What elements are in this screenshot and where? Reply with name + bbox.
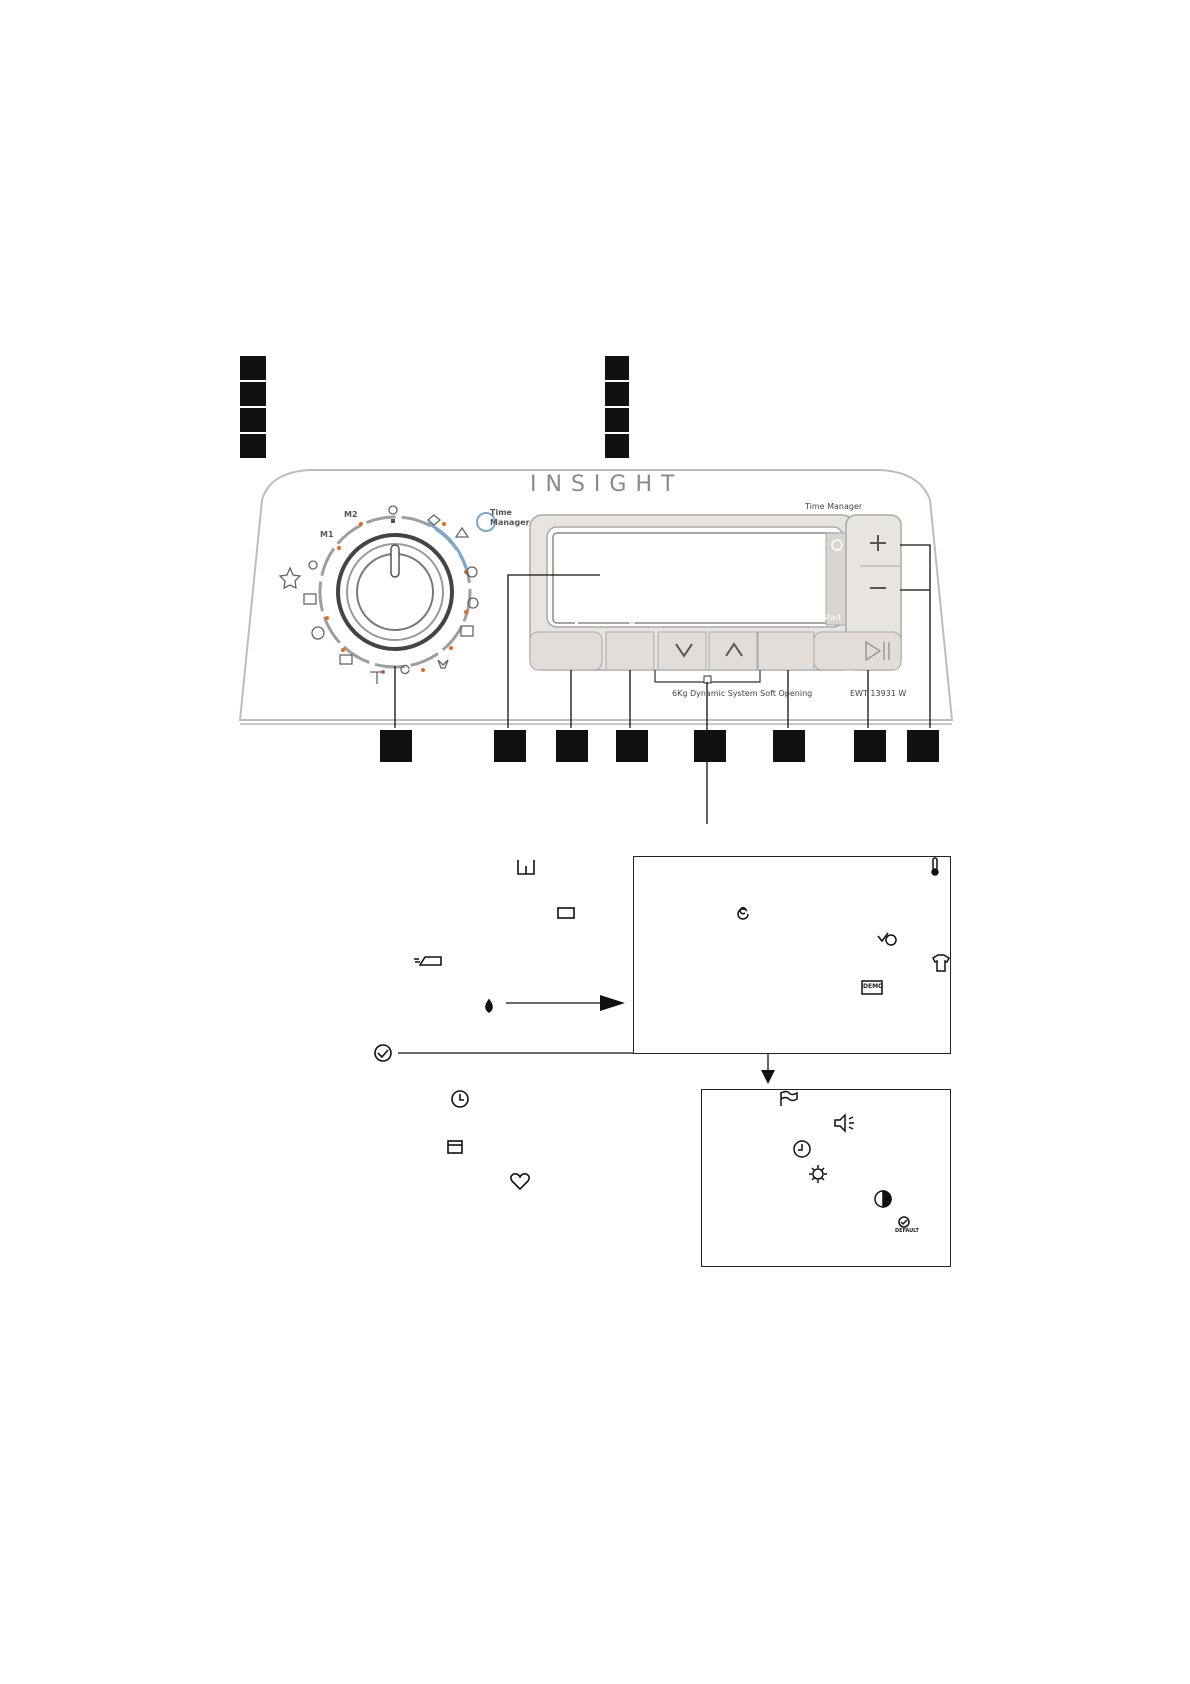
callout-square-3 [556,730,588,762]
up-arrow-icon [725,642,743,657]
callout-square-5 [694,730,726,762]
legend-square-right-1 [605,356,629,380]
callout-square-7 [854,730,886,762]
model-number: EWT 13931 W [850,689,907,698]
tub-icon [517,860,535,875]
easy-iron-icon [414,956,442,966]
shirt-icon [932,954,950,972]
synthetics-program-icon [454,526,470,538]
legend-square-left-1 [240,356,266,380]
flag-icon [780,1090,798,1106]
delicates-program-icon [437,659,449,669]
wash-program-icon [460,625,474,637]
eco-program-icon [426,514,442,526]
prewash-icon [557,907,575,919]
cotton-program-icon [466,566,478,578]
display-label-start: Start [822,613,842,622]
display-label-options: Options [698,613,729,622]
legend-square-right-4 [605,434,629,458]
callout-square-8 [907,730,939,762]
legend-square-left-4 [240,434,266,458]
callout-square-6 [773,730,805,762]
time-saving-icon [451,1090,469,1108]
callout-square-1 [380,730,412,762]
sport-program-icon [303,593,317,605]
legend-square-right-2 [605,382,629,406]
demo-icon [861,980,883,995]
star-program-icon [278,566,302,590]
time-manager-display-icon [831,539,843,551]
time-manager-display-label: Time Manager [805,502,863,511]
drain-program-icon [370,671,384,684]
down-arrow-icon [675,643,693,658]
settings-box [701,1089,951,1267]
spin-icon [737,906,749,920]
dial-orange-dots [325,522,468,674]
legend-square-left-3 [240,408,266,432]
brightness-icon [812,1168,824,1180]
time-manager-dial-label: Time Manager [490,508,530,527]
spin-program-icon [400,664,410,675]
legend-square-right-3 [605,408,629,432]
display-spin-icon [627,615,637,625]
callout-square-4 [616,730,648,762]
display-label-ok: Ok [783,613,794,622]
off-program-icon [388,505,398,515]
dial-label-m2: M2 [344,510,358,519]
time-manager-logo-icon [476,512,496,532]
confirm-icon [374,1044,392,1062]
rinse-program-icon [339,654,353,665]
dial-label-m1: M1 [320,530,334,539]
brand-logo: INSIGHT [530,472,684,497]
door-lock-icon [447,1140,463,1154]
sound-icon [834,1113,854,1133]
callout-square-2 [494,730,526,762]
demo-badge: DEMO [863,983,884,990]
play-pause-icon [865,640,890,662]
legend-square-left-2 [240,382,266,406]
stain-drop-icon [485,998,493,1013]
clock-icon [793,1140,811,1158]
time-manager-program-icon [311,626,325,640]
options-box [633,856,951,1054]
model-line: 6Kg Dynamic System Soft Opening [672,689,813,698]
wool-program-icon [467,597,479,609]
favorite-icon [510,1173,530,1191]
mix-program-icon [308,560,318,570]
rinse-plus-icon [877,932,889,943]
default-badge: DEFAULT [895,1228,919,1234]
plus-icon [870,535,886,551]
default-icon [898,1216,910,1228]
dial-program-icons [278,505,479,684]
display-thermometer-icon [575,614,578,624]
